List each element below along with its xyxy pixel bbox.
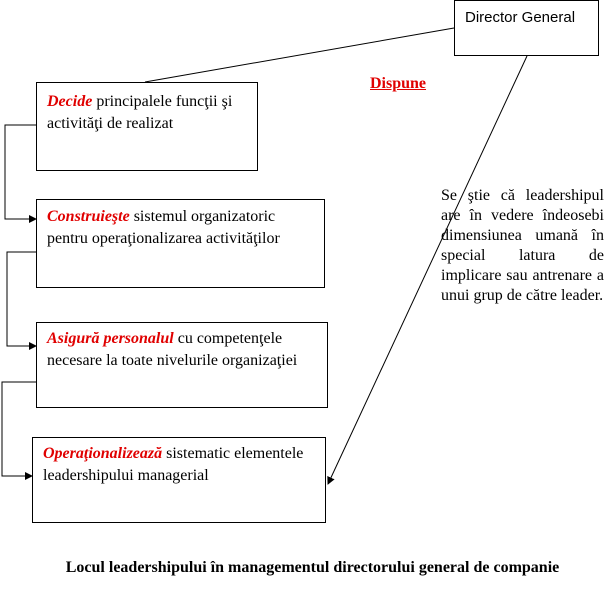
step-box-asigura-personalul: Asigură personalul cu competenţele neces… [36,322,328,408]
step-keyword: Decide [47,93,93,110]
step-keyword: Asigură personalul [47,330,174,347]
step-text: sistemul organizatoric pentru operaţiona… [47,208,280,247]
director-to-decide-line [144,27,455,83]
director-to-operationalizeaza-arrow [327,55,528,485]
step-text: principalele funcţii şi activităţi de re… [47,93,233,132]
director-general-box: Director General [454,0,599,56]
step-text: sistematic elementele leadershipului man… [43,445,304,484]
side-note-text: Se ştie că leadershipul are în vedere în… [441,187,604,304]
step-box-operationalizeaza: Operaţionalizează sistematic elementele … [32,437,326,523]
step-box-decide: Decide principalele funcţii şi activităţ… [36,82,258,171]
step-keyword: Operaţionalizează [43,445,163,462]
construieste-to-asigura-arrow [6,251,37,350]
asigura-to-operationalizeaza-arrow [1,381,36,480]
dispune-label: Dispune [370,75,427,92]
figure-caption: Locul leadershipului în managementul dir… [65,559,560,576]
step-box-construieste: Construieşte sistemul organizatoric pent… [36,199,325,288]
decide-to-construieste-arrow [4,124,37,223]
director-general-label: Director General [465,9,576,26]
step-keyword: Construieşte [47,208,130,225]
step-text: cu competenţele necesare la toate nivelu… [47,330,298,369]
